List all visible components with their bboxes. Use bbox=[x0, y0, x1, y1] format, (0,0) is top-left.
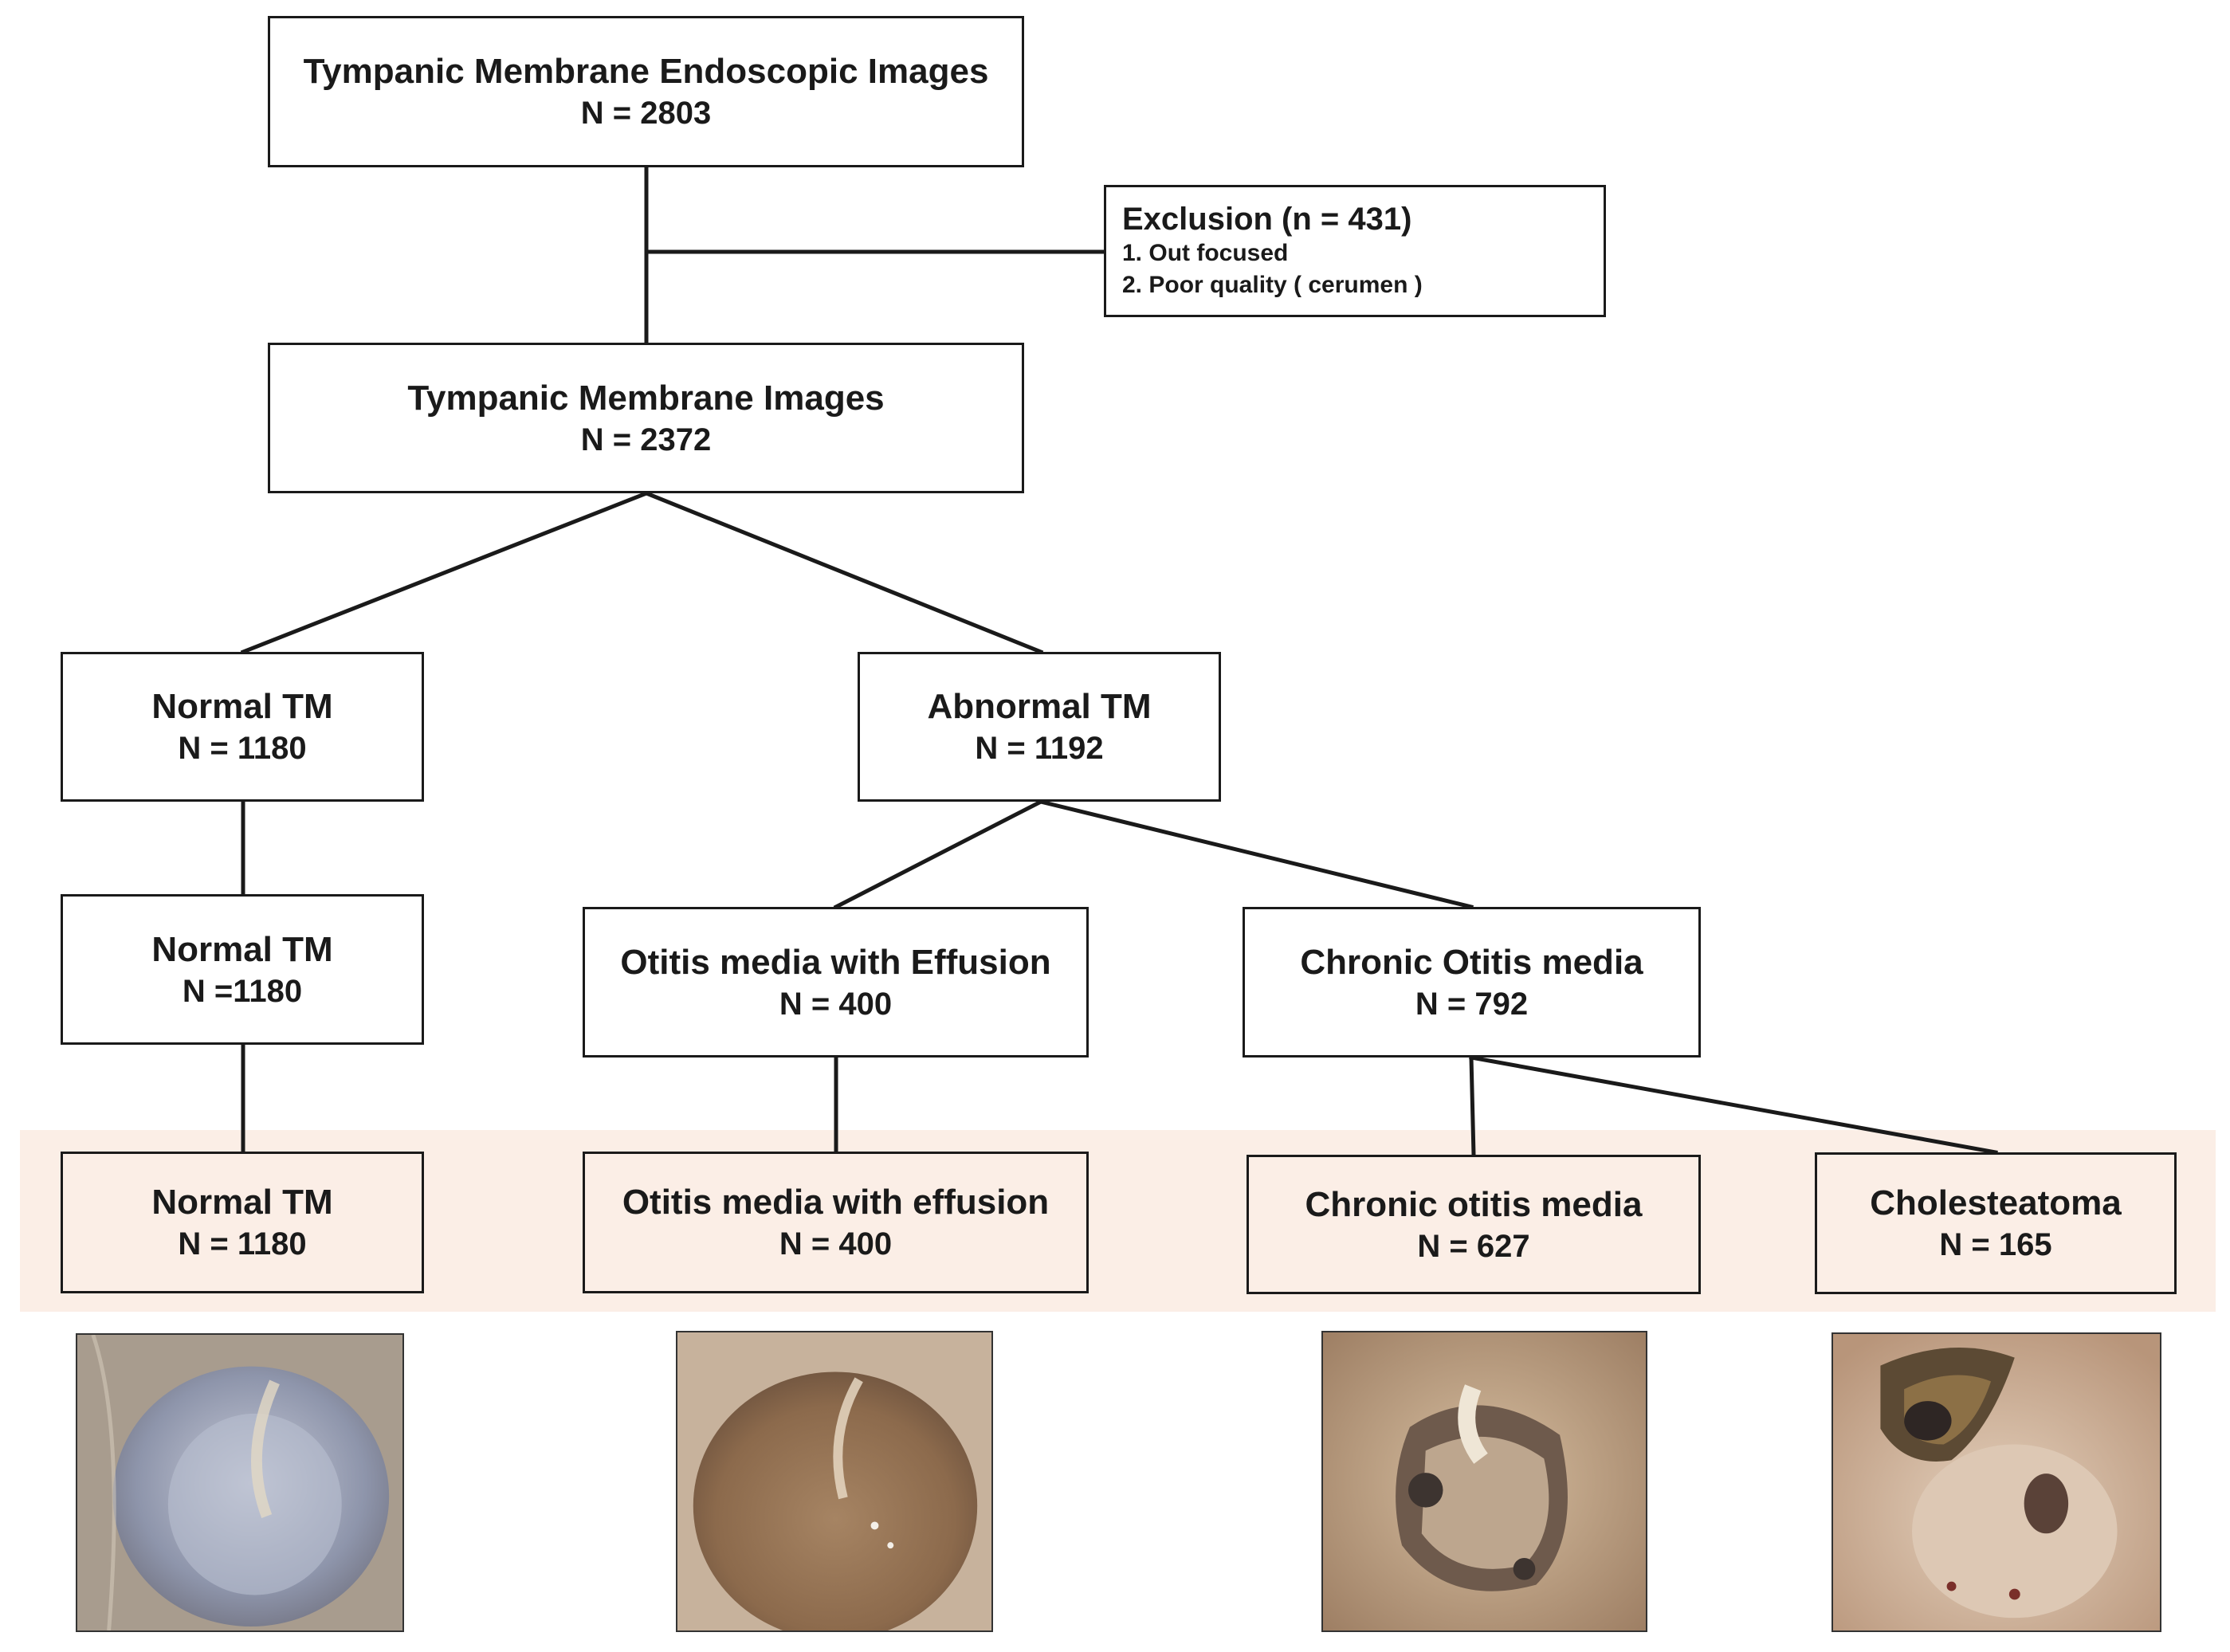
leaf-cholesteatoma: Cholesteatoma N = 165 bbox=[1815, 1152, 2177, 1294]
node-count: N = 400 bbox=[779, 1226, 893, 1262]
normal-tm-node-2: Normal TM N =1180 bbox=[61, 894, 424, 1045]
node-title: Abnormal TM bbox=[927, 687, 1152, 726]
connector-com1-to-com2 bbox=[1469, 1055, 1476, 1157]
normal-tm-node: Normal TM N = 1180 bbox=[61, 652, 424, 802]
connector-tm-to-abnormal bbox=[643, 490, 1044, 655]
exclusion-node: Exclusion (n = 431) 1. Out focused 2. Po… bbox=[1104, 185, 1606, 317]
com-photo bbox=[1321, 1331, 1647, 1632]
node-count: N = 165 bbox=[1939, 1227, 2052, 1262]
ome-photo bbox=[676, 1331, 993, 1632]
node-count: N = 1192 bbox=[975, 731, 1104, 766]
node-title: Normal TM bbox=[151, 687, 333, 726]
com-node: Chronic Otitis media N = 792 bbox=[1243, 907, 1701, 1058]
node-count: N = 1180 bbox=[178, 731, 307, 766]
node-title: Tympanic Membrane Images bbox=[407, 378, 885, 418]
node-title: Normal TM bbox=[151, 1183, 333, 1222]
abnormal-tm-node: Abnormal TM N = 1192 bbox=[858, 652, 1221, 802]
root-node: Tympanic Membrane Endoscopic Images N = … bbox=[268, 16, 1024, 167]
connector-tm-to-normal bbox=[240, 490, 650, 655]
node-title: Tympanic Membrane Endoscopic Images bbox=[303, 52, 989, 91]
node-title: Chronic otitis media bbox=[1305, 1184, 1643, 1224]
connector-com1-to-chol bbox=[1469, 1055, 1998, 1155]
node-title: Otitis media with Effusion bbox=[620, 942, 1051, 982]
leaf-ome: Otitis media with effusion N = 400 bbox=[583, 1152, 1089, 1293]
node-title: Otitis media with effusion bbox=[622, 1183, 1050, 1222]
node-count: N = 2372 bbox=[580, 422, 712, 457]
exclusion-item: 2. Poor quality ( cerumen ) bbox=[1122, 272, 1423, 298]
leaf-normal-tm: Normal TM N = 1180 bbox=[61, 1152, 424, 1293]
normal-tm-photo bbox=[76, 1333, 404, 1632]
node-count: N = 627 bbox=[1417, 1228, 1530, 1264]
node-count: N =1180 bbox=[182, 973, 303, 1009]
ome-node: Otitis media with Effusion N = 400 bbox=[583, 907, 1089, 1058]
leaf-com: Chronic otitis media N = 627 bbox=[1247, 1155, 1701, 1294]
node-title: Chronic Otitis media bbox=[1300, 942, 1643, 982]
node-title: Cholesteatoma bbox=[1870, 1183, 2122, 1222]
tm-images-node: Tympanic Membrane Images N = 2372 bbox=[268, 343, 1024, 493]
node-count: N = 2803 bbox=[580, 96, 712, 131]
exclusion-item: 1. Out focused bbox=[1122, 240, 1289, 266]
cholesteatoma-photo bbox=[1832, 1332, 2161, 1632]
node-title: Normal TM bbox=[151, 929, 333, 969]
node-count: N = 1180 bbox=[178, 1226, 307, 1262]
node-count: N = 400 bbox=[779, 986, 893, 1022]
node-count: N = 792 bbox=[1415, 986, 1529, 1022]
exclusion-title: Exclusion (n = 431) bbox=[1122, 202, 1412, 237]
connector-abnormal-to-com bbox=[1038, 799, 1474, 910]
connector-abnormal-to-ome bbox=[833, 799, 1044, 910]
